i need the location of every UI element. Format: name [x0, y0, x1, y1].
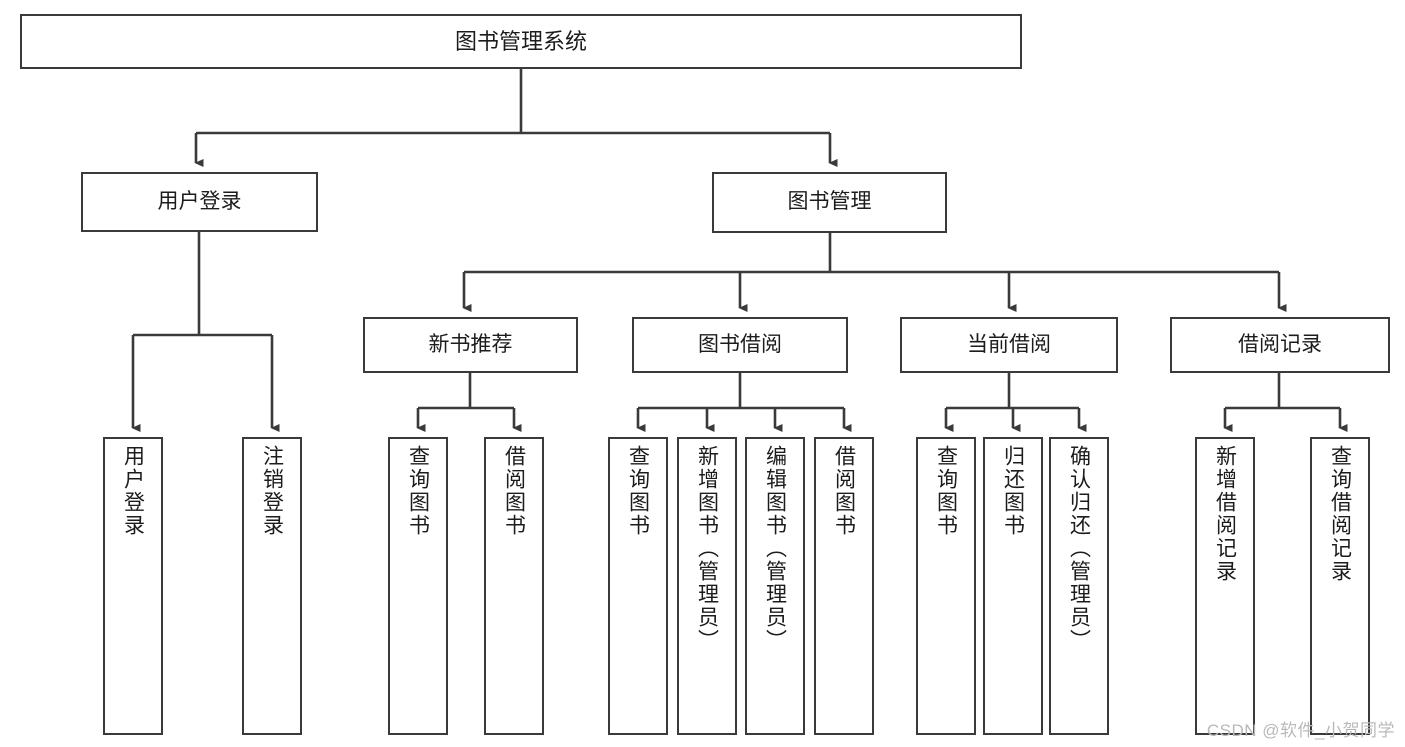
node-root-system[interactable]: 图书管理系统 — [20, 14, 1022, 69]
node-label: 注销登录 — [260, 445, 284, 537]
node-book-borrow[interactable]: 图书借阅 — [632, 317, 848, 373]
leaf-add-book-admin[interactable]: 新增图书（管理员） — [677, 437, 737, 735]
node-label: 查询借阅记录 — [1328, 445, 1352, 583]
node-label: 新书推荐 — [428, 332, 513, 356]
node-borrow-record[interactable]: 借阅记录 — [1170, 317, 1390, 373]
node-book-manage[interactable]: 图书管理 — [712, 172, 947, 233]
leaf-logout[interactable]: 注销登录 — [242, 437, 302, 735]
leaf-query-book-2[interactable]: 查询图书 — [608, 437, 668, 735]
node-label: 确认归还（管理员） — [1067, 445, 1091, 652]
node-label: 借阅图书 — [832, 445, 856, 537]
node-label: 新增借阅记录 — [1213, 445, 1237, 583]
node-label: 用户登录 — [121, 445, 145, 537]
node-current-borrow[interactable]: 当前借阅 — [900, 317, 1118, 373]
node-label: 图书管理 — [787, 190, 872, 214]
node-label: 查询图书 — [934, 445, 958, 537]
leaf-return-book[interactable]: 归还图书 — [983, 437, 1043, 735]
leaf-confirm-return-admin[interactable]: 确认归还（管理员） — [1049, 437, 1109, 735]
node-new-book-recommend[interactable]: 新书推荐 — [363, 317, 578, 373]
leaf-query-book-3[interactable]: 查询图书 — [916, 437, 976, 735]
node-label: 编辑图书（管理员） — [763, 445, 787, 652]
node-label: 借阅记录 — [1238, 332, 1322, 356]
leaf-borrow-book-2[interactable]: 借阅图书 — [814, 437, 874, 735]
node-label: 当前借阅 — [967, 332, 1051, 356]
leaf-add-borrow-record[interactable]: 新增借阅记录 — [1195, 437, 1255, 735]
node-label: 借阅图书 — [502, 445, 526, 537]
leaf-query-borrow-record[interactable]: 查询借阅记录 — [1310, 437, 1370, 735]
leaf-borrow-book-1[interactable]: 借阅图书 — [484, 437, 544, 735]
node-label: 用户登录 — [157, 189, 242, 213]
node-label: 新增图书（管理员） — [695, 445, 719, 652]
node-user-login[interactable]: 用户登录 — [81, 172, 318, 232]
node-label: 图书管理系统 — [454, 28, 587, 54]
node-label: 查询图书 — [626, 445, 650, 537]
leaf-user-login[interactable]: 用户登录 — [103, 437, 163, 735]
node-label: 归还图书 — [1001, 445, 1025, 537]
leaf-edit-book-admin[interactable]: 编辑图书（管理员） — [745, 437, 805, 735]
node-label: 查询图书 — [406, 445, 430, 537]
leaf-query-book-1[interactable]: 查询图书 — [388, 437, 448, 735]
node-label: 图书借阅 — [698, 332, 782, 356]
